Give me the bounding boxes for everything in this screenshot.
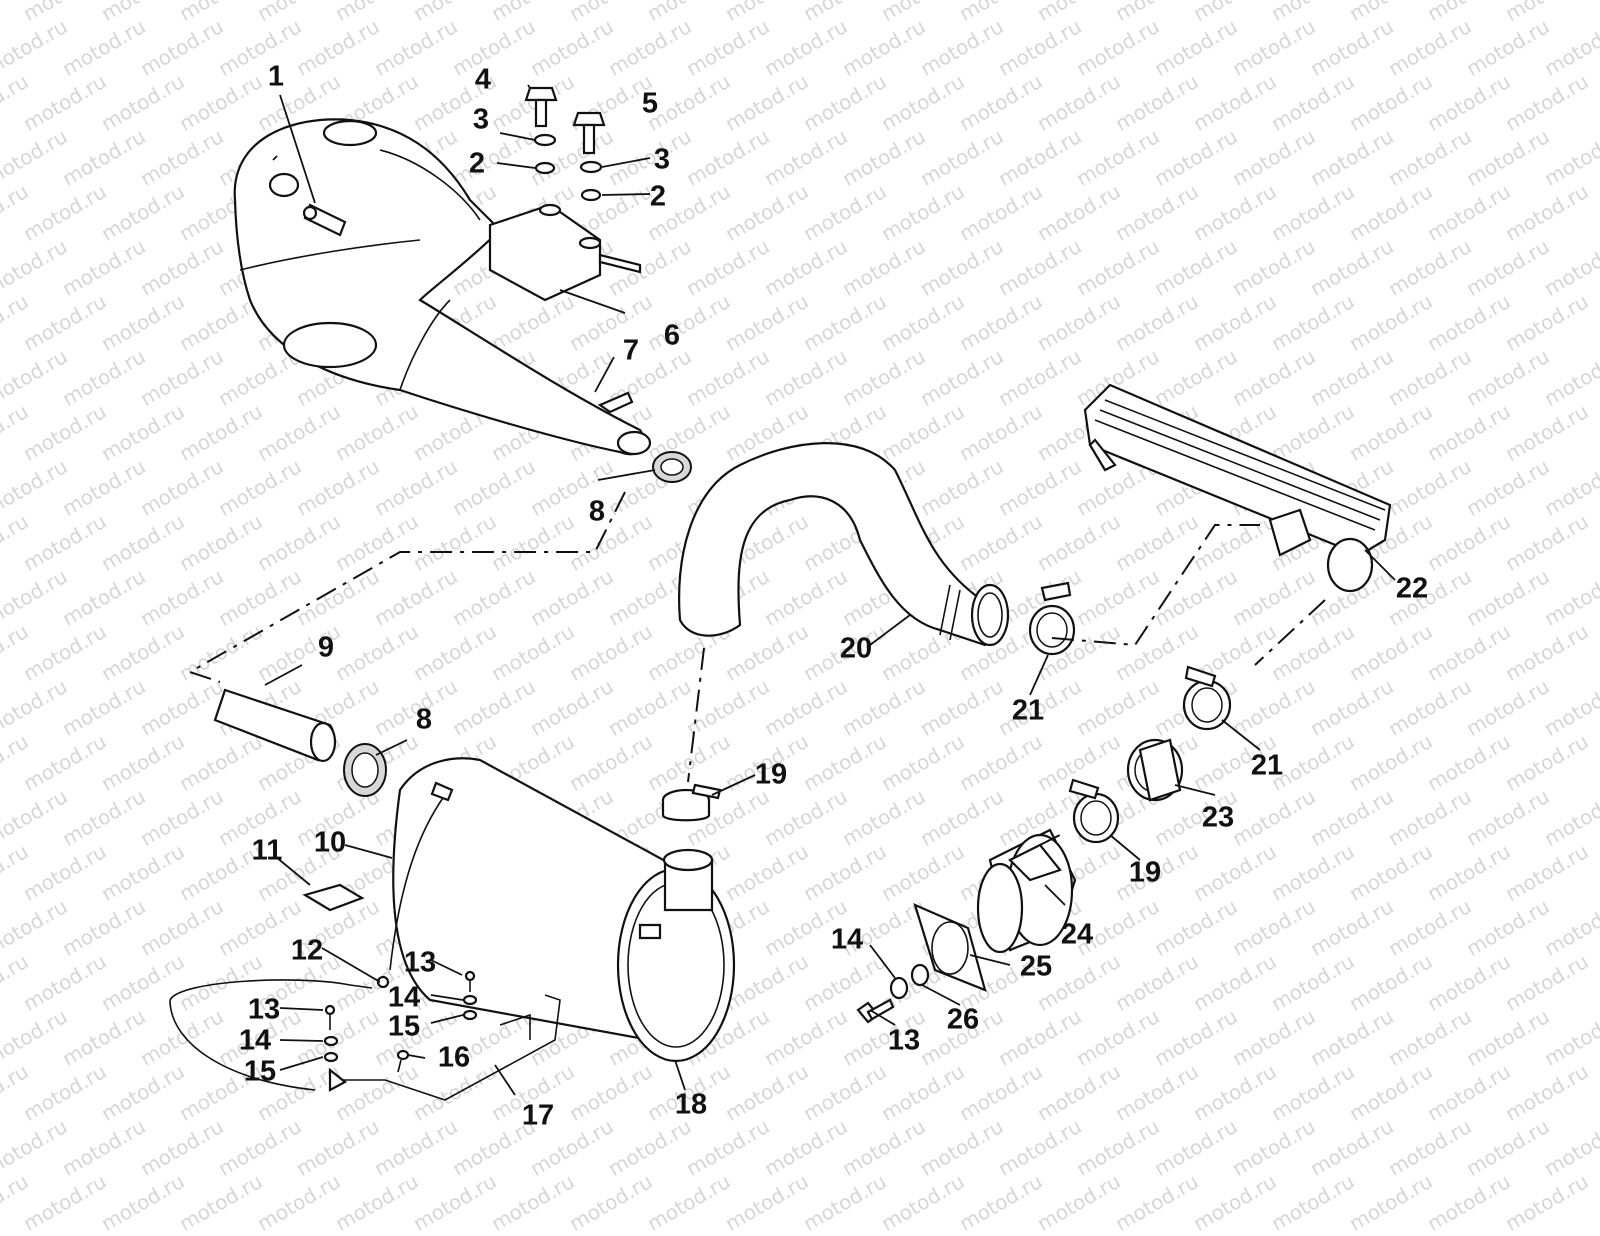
- assembly-line-tube: [687, 647, 705, 783]
- callout-13: 13: [403, 946, 437, 979]
- exhaust-flange: [488, 203, 642, 302]
- callout-3: 3: [472, 103, 490, 136]
- washer-26: [910, 963, 930, 987]
- callout-13: 13: [247, 993, 281, 1026]
- bolt-13c: [856, 998, 895, 1024]
- spring: [302, 203, 347, 237]
- muffler: [392, 757, 736, 1063]
- callout-9: 9: [317, 631, 335, 664]
- lock-washer-3b: [579, 160, 603, 174]
- callout-14: 14: [238, 1024, 272, 1057]
- callout-8: 8: [588, 495, 606, 528]
- gasket: [913, 903, 987, 992]
- callout-3: 3: [653, 143, 671, 176]
- callout-18: 18: [674, 1088, 708, 1121]
- assembly-line-pipe: [187, 491, 626, 683]
- callout-2: 2: [468, 147, 486, 180]
- callout-17: 17: [521, 1099, 555, 1132]
- callout-15: 15: [243, 1055, 277, 1088]
- callout-4: 4: [474, 63, 492, 96]
- bolt-16: [396, 1049, 410, 1073]
- callout-21: 21: [1250, 749, 1284, 782]
- bolt-5: [572, 111, 606, 155]
- muffler-strap: [389, 794, 446, 971]
- lock-washer-14b: [323, 1035, 339, 1047]
- washer-2a: [534, 161, 556, 175]
- clamp-19-lower: [1068, 778, 1120, 844]
- callout-12: 12: [290, 934, 324, 967]
- lock-washer-14a: [462, 994, 478, 1006]
- callout-24: 24: [1060, 918, 1094, 951]
- callout-19: 19: [754, 758, 788, 791]
- washer-2b: [580, 188, 602, 202]
- callout-25: 25: [1019, 950, 1053, 983]
- callout-22: 22: [1395, 572, 1429, 605]
- callout-13: 13: [887, 1024, 921, 1057]
- callout-15: 15: [387, 1010, 421, 1043]
- callout-14: 14: [830, 923, 864, 956]
- assembly-line-outlet: [1039, 834, 1061, 846]
- callout-21: 21: [1011, 694, 1045, 727]
- connector-pipe: [213, 688, 337, 763]
- assembly-line-exchanger-lower: [1254, 599, 1326, 666]
- lock-washer-3a: [533, 133, 557, 147]
- callout-23: 23: [1201, 801, 1235, 834]
- lock-washer-14c: [889, 976, 909, 1000]
- exhaust-pipe: [233, 118, 652, 456]
- rubber-coupling: [1126, 738, 1184, 802]
- callout-14: 14: [387, 981, 421, 1014]
- callout-11: 11: [251, 834, 283, 867]
- callout-19: 19: [1128, 856, 1162, 889]
- callout-5: 5: [641, 87, 659, 120]
- callout-1: 1: [267, 60, 285, 93]
- callout-16: 16: [437, 1041, 471, 1074]
- callout-8: 8: [415, 703, 433, 736]
- assembly-line-exchanger-upper: [1051, 524, 1260, 647]
- callout-6: 6: [663, 319, 681, 352]
- bolt-13b: [324, 1004, 336, 1030]
- heat-exchanger: [1083, 383, 1392, 593]
- clamp-19-upper: [661, 783, 722, 822]
- washer-15a: [462, 1009, 478, 1021]
- bolt-13a: [464, 970, 476, 992]
- callout-7: 7: [622, 334, 640, 367]
- callout-10: 10: [313, 826, 347, 859]
- clamp-21-upper: [1028, 581, 1076, 656]
- callout-26: 26: [946, 1003, 980, 1036]
- washer-15b: [323, 1051, 339, 1063]
- clamp-21-lower: [1182, 665, 1232, 731]
- callout-2: 2: [649, 180, 667, 213]
- bolt-4: [524, 86, 558, 128]
- exhaust-tube: [678, 442, 1010, 647]
- leader-lines: [264, 84, 1396, 1096]
- muffler-bracket: [169, 979, 561, 1101]
- callout-20: 20: [839, 632, 873, 665]
- rubber-pad: [302, 883, 365, 912]
- exhaust-parts-diagram: [169, 84, 1396, 1101]
- exhaust-outlet: [976, 828, 1077, 954]
